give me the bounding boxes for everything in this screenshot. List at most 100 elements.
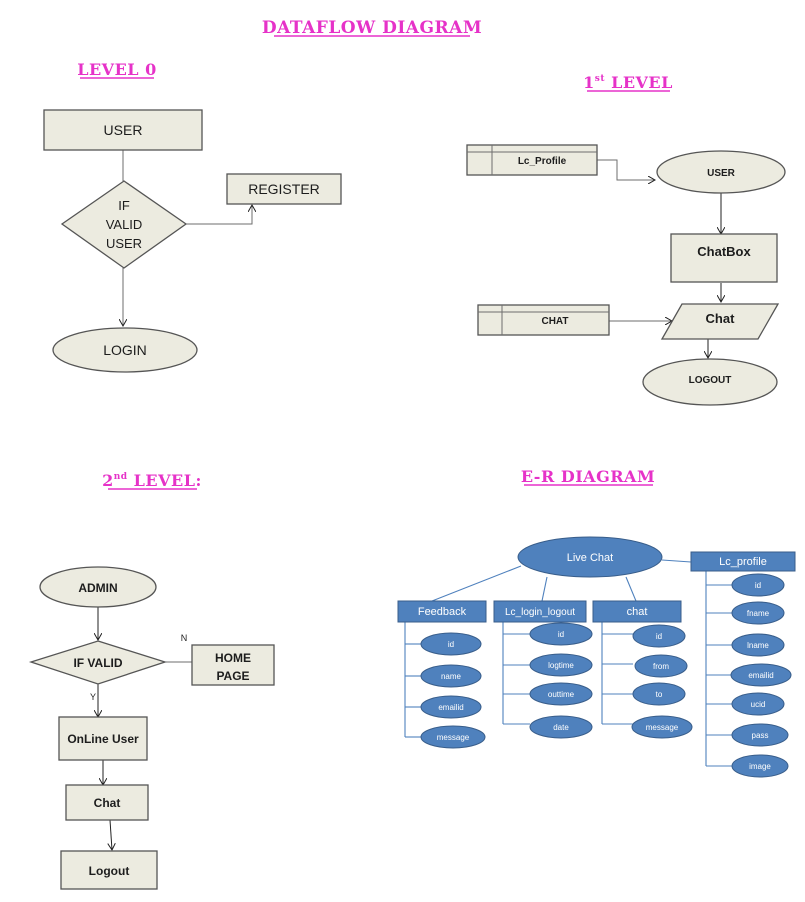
l1-chatbox-box xyxy=(670,233,778,283)
l2-online-label: OnLine User xyxy=(67,732,139,746)
l2-chat-label: Chat xyxy=(94,796,121,810)
er-attribute-label: id xyxy=(656,632,662,641)
l2-home-line2: PAGE xyxy=(216,669,249,683)
level1-title-num: 1 xyxy=(583,73,595,92)
er-attribute-label: message xyxy=(646,723,679,732)
er-entity-login xyxy=(493,600,587,623)
level2-diagram: ADMIN IF VALID N Y HOME PAGE OnLine User… xyxy=(28,566,275,890)
er-attribute-label: lname xyxy=(747,641,769,650)
l1-chat-label: Chat xyxy=(706,311,736,326)
er-attribute-label: outtime xyxy=(548,690,575,699)
er-attribute-label: to xyxy=(656,690,663,699)
er-branches xyxy=(404,571,732,767)
er-attribute xyxy=(632,624,686,648)
er-attribute xyxy=(529,682,593,706)
l2-home-line1: HOME xyxy=(215,651,251,665)
er-attribute-label: name xyxy=(441,672,462,681)
er-attribute xyxy=(420,695,482,719)
l2-yes-label: Y xyxy=(90,692,96,702)
er-attribute xyxy=(731,601,785,625)
l0-decision-line3: USER xyxy=(106,236,142,251)
l1-chat-parallelogram xyxy=(660,303,780,340)
l0-decision-line2: VALID xyxy=(106,217,143,232)
level2-title: 2nd LEVEL: xyxy=(102,471,202,490)
l2-decision-diamond xyxy=(28,640,168,685)
l1-profile-store-label: Lc_Profile xyxy=(518,156,567,167)
er-attribute xyxy=(631,715,693,739)
l0-register-box xyxy=(226,173,342,205)
er-attribute-label: pass xyxy=(752,731,769,740)
er-link-login xyxy=(541,576,548,602)
l1-chat-store xyxy=(477,304,610,336)
level2-title-rest: LEVEL: xyxy=(128,471,202,490)
l2-chat-to-logout xyxy=(110,819,112,850)
er-attribute xyxy=(420,632,482,656)
er-attribute xyxy=(731,754,789,778)
er-attribute xyxy=(731,692,785,716)
er-entity-label: Feedback xyxy=(418,606,467,618)
l2-decision-label: IF VALID xyxy=(73,656,122,670)
er-attribute xyxy=(632,682,686,706)
l1-user-label: USER xyxy=(707,168,736,179)
l0-decision-to-register xyxy=(186,205,252,225)
er-attribute-label: from xyxy=(653,662,669,671)
l0-decision-line1: IF xyxy=(118,198,130,213)
er-attribute xyxy=(420,725,486,749)
er-attribute-label: message xyxy=(437,733,470,742)
l2-chat-box xyxy=(65,784,149,821)
l2-logout-label: Logout xyxy=(89,864,130,878)
er-attribute-label: id xyxy=(558,630,564,639)
l2-admin-ellipse xyxy=(39,566,157,608)
l1-logout-label: LOGOUT xyxy=(689,375,732,386)
er-attribute xyxy=(731,723,789,747)
er-attribute-label: fname xyxy=(747,609,770,618)
main-title: DATAFLOW DIAGRAM xyxy=(262,18,482,38)
er-attribute xyxy=(731,573,785,597)
er-attribute-label: date xyxy=(553,723,569,732)
er-attribute-label: logtime xyxy=(548,661,574,670)
er-link-feedback xyxy=(431,565,522,602)
er-attribute xyxy=(529,622,593,646)
er-title: E-R DIAGRAM xyxy=(521,467,655,486)
l2-online-box xyxy=(58,716,148,761)
l0-user-box xyxy=(43,109,203,151)
er-root-ellipse xyxy=(517,536,663,578)
l1-user-ellipse xyxy=(656,150,786,194)
er-attribute-label: id xyxy=(755,581,761,590)
er-attribute xyxy=(529,715,593,739)
level2-title-sup: nd xyxy=(114,472,128,482)
level1-title-rest: LEVEL xyxy=(605,73,673,92)
er-entity-label: Lc_login_logout xyxy=(505,607,575,618)
level0-diagram: USER IF VALID USER REGISTER LOGIN xyxy=(43,109,342,373)
er-entity-chat xyxy=(592,600,682,623)
er-attribute xyxy=(420,664,482,688)
level1-diagram: Lc_Profile USER ChatBox CHAT Chat LOGOUT xyxy=(466,144,786,406)
er-link-chat xyxy=(625,576,637,602)
er-entity-label: chat xyxy=(627,606,648,618)
er-link-profile xyxy=(661,559,692,563)
l0-decision-diamond xyxy=(60,180,188,269)
l1-profile-to-user xyxy=(597,159,655,180)
er-diagram: Live Chat Feedback Lc_login_logout chat … xyxy=(397,536,796,778)
l1-logout-ellipse xyxy=(642,358,778,406)
er-root-label: Live Chat xyxy=(567,552,613,564)
l2-home-box xyxy=(191,644,275,686)
er-attribute-label: emailid xyxy=(438,703,463,712)
level1-title-sup: st xyxy=(595,74,606,84)
er-attribute-label: emailid xyxy=(748,671,773,680)
l0-login-ellipse xyxy=(52,327,198,373)
er-attribute xyxy=(730,663,792,687)
er-attribute-label: ucid xyxy=(751,700,766,709)
l1-chatbox-label: ChatBox xyxy=(697,244,751,259)
l0-register-label: REGISTER xyxy=(248,181,320,197)
er-attribute-label: id xyxy=(448,640,454,649)
er-entity-feedback xyxy=(397,600,487,623)
er-entity-label: Lc_profile xyxy=(719,556,767,568)
level0-title: LEVEL 0 xyxy=(77,60,157,79)
er-attribute xyxy=(529,653,593,677)
er-attribute xyxy=(731,633,785,657)
l2-logout-box xyxy=(60,850,158,890)
l0-login-label: LOGIN xyxy=(103,342,147,358)
l2-admin-label: ADMIN xyxy=(78,581,117,595)
